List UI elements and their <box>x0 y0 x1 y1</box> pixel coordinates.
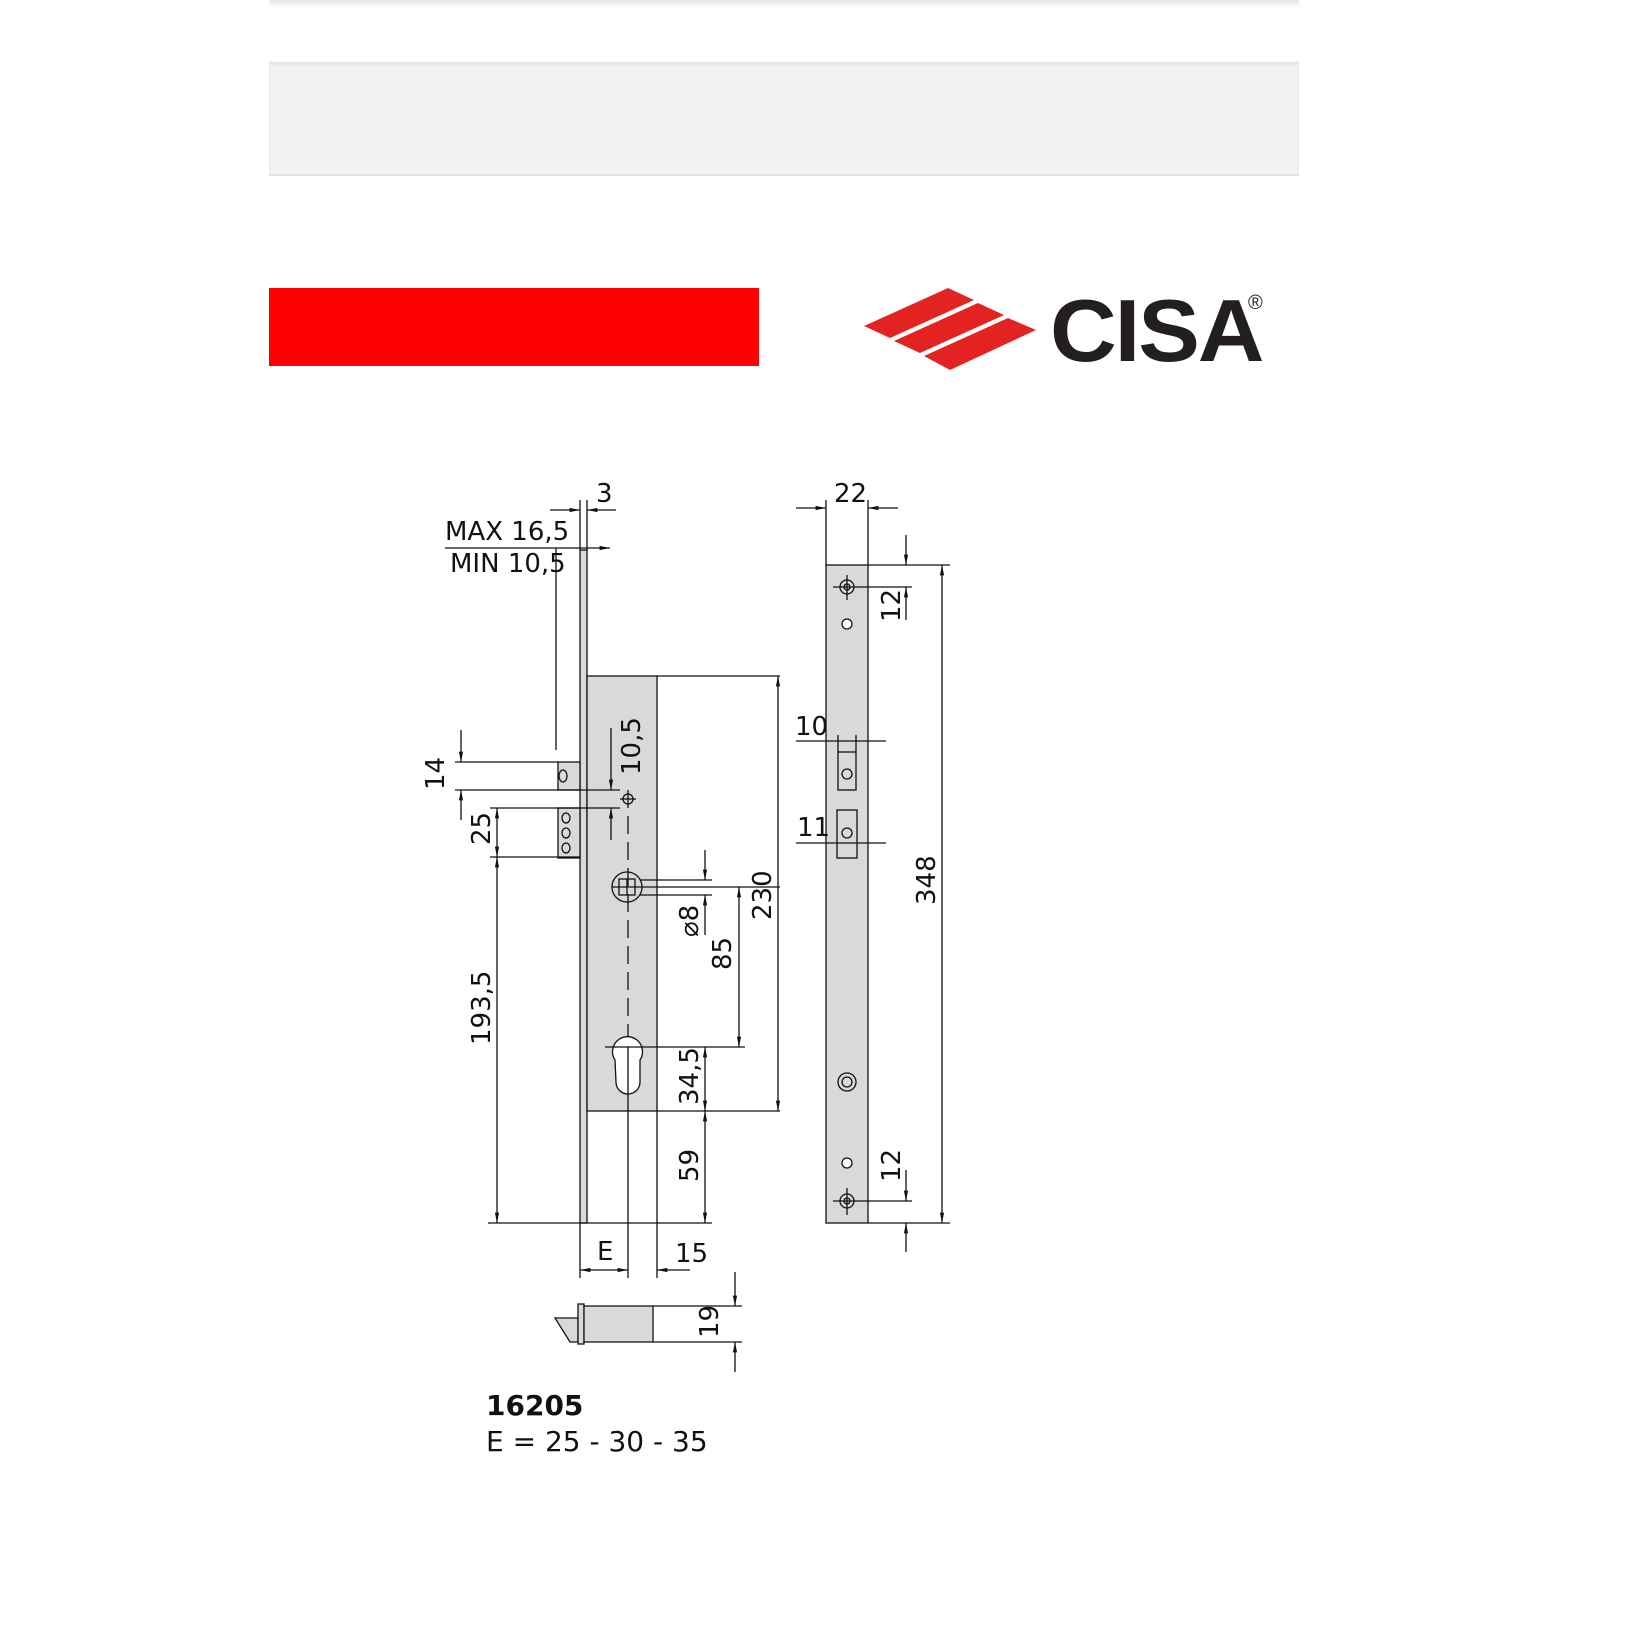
dim-348: 348 <box>912 855 942 905</box>
top-shadow <box>269 0 1299 8</box>
dim-193-5: 193,5 <box>467 971 497 1045</box>
cisa-logo: CISA ® <box>864 286 1274 376</box>
dim-34-5: 34,5 <box>675 1047 705 1105</box>
logo-wordmark: CISA <box>1050 281 1264 380</box>
bolt-detail <box>583 1305 654 1343</box>
dim-3: 3 <box>596 479 613 509</box>
registered-mark: ® <box>1248 292 1263 314</box>
dim-25: 25 <box>467 812 497 845</box>
dim-59: 59 <box>675 1149 705 1182</box>
dim-12-bottom: 12 <box>877 1149 907 1182</box>
dim-22: 22 <box>834 479 867 509</box>
dim-min: MIN 10,5 <box>450 549 566 579</box>
faceplate-front <box>825 564 869 1224</box>
red-accent-bar <box>269 288 759 366</box>
dim-max: MAX 16,5 <box>445 517 569 547</box>
dim-14: 14 <box>421 757 451 790</box>
header-banner <box>269 62 1299 176</box>
dim-10-5: 10,5 <box>617 717 647 775</box>
dim-15: 15 <box>675 1239 708 1269</box>
dim-85: 85 <box>708 937 738 970</box>
dim-19: 19 <box>695 1305 725 1338</box>
dim-11: 11 <box>797 813 830 843</box>
dim-12-top: 12 <box>877 589 907 622</box>
dim-230: 230 <box>748 870 778 920</box>
product-caption: 16205 E = 25 - 30 - 35 <box>486 1388 708 1460</box>
cisa-diamond-icon <box>864 288 1036 370</box>
dim-spindle: ⌀8 <box>675 905 705 937</box>
backset-sizes: E = 25 - 30 - 35 <box>486 1425 708 1458</box>
model-number: 16205 <box>486 1389 584 1422</box>
faceplate-side <box>579 549 588 1224</box>
latch-side <box>557 761 581 791</box>
dim-e: E <box>597 1237 613 1267</box>
dim-10: 10 <box>795 712 828 742</box>
